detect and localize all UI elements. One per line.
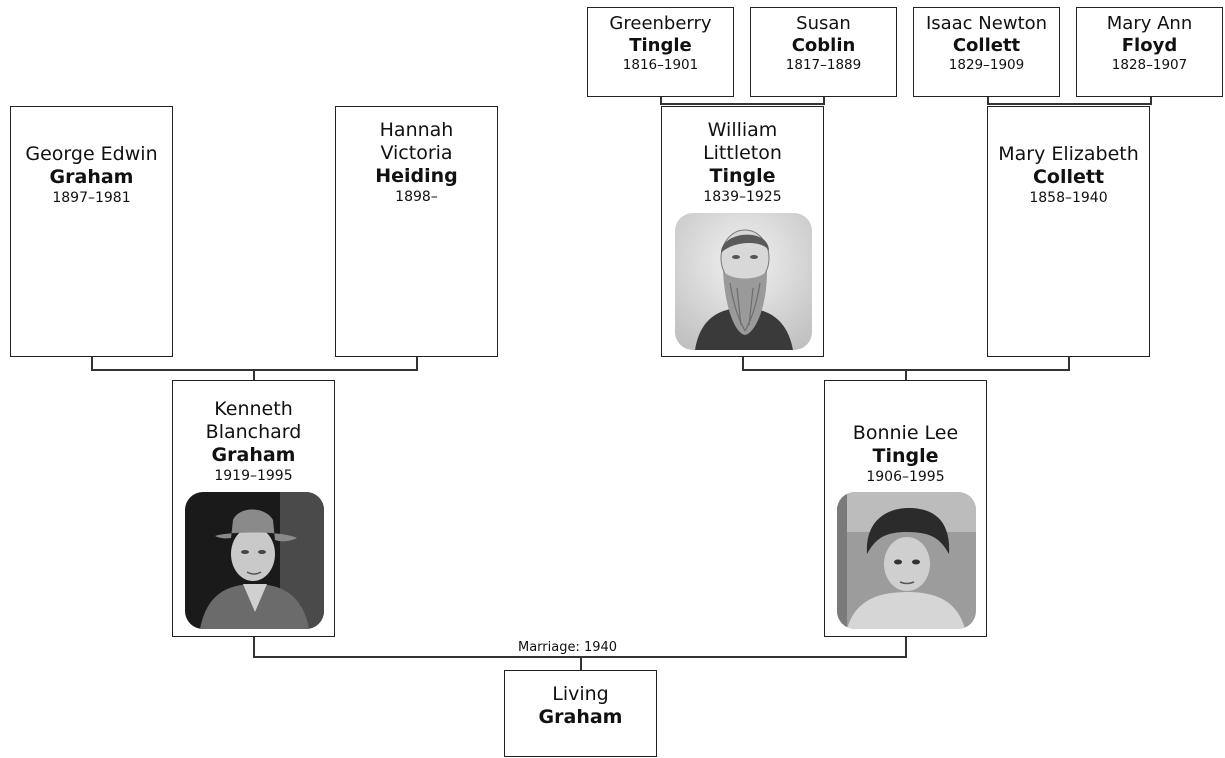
person-kenneth-blanchard-graham[interactable]: Kenneth Blanchard Graham 1919–1995 — [172, 380, 335, 637]
given-name: Bonnie Lee — [852, 422, 959, 444]
given-name: Littleton — [703, 142, 782, 164]
person-bonnie-lee-tingle[interactable]: Bonnie Lee Tingle 1906–1995 — [824, 380, 987, 637]
given-name: Hannah — [379, 119, 454, 141]
given-name: Susan — [796, 13, 851, 34]
connector-line — [742, 356, 744, 370]
person-susan-coblin[interactable]: Susan Coblin 1817–1889 — [750, 7, 897, 97]
life-dates: 1839–1925 — [703, 189, 782, 205]
given-name: Victoria — [380, 142, 453, 164]
person-hannah-victoria-heiding[interactable]: Hannah Victoria Heiding 1898– — [335, 106, 498, 357]
given-name: Mary Ann — [1106, 13, 1193, 34]
given-name: Isaac Newton — [925, 13, 1048, 34]
connector-line — [1068, 356, 1070, 370]
connector-line — [580, 656, 582, 670]
life-dates: 1906–1995 — [866, 469, 945, 485]
portrait-image — [185, 492, 324, 629]
person-mary-elizabeth-collett[interactable]: Mary Elizabeth Collett 1858–1940 — [987, 106, 1150, 357]
connector-line — [1150, 96, 1152, 104]
given-name: George Edwin — [25, 143, 158, 165]
surname: Collett — [1032, 166, 1105, 188]
surname: Graham — [211, 444, 296, 466]
connector-line — [91, 356, 93, 370]
given-name: Mary Elizabeth — [998, 143, 1139, 165]
life-dates: 1919–1995 — [214, 468, 293, 484]
person-mary-ann-floyd[interactable]: Mary Ann Floyd 1828–1907 — [1076, 7, 1223, 97]
surname: Tingle — [709, 165, 776, 187]
life-dates: 1858–1940 — [1029, 190, 1108, 206]
surname: Heiding — [375, 165, 458, 187]
life-dates: 1897–1981 — [52, 190, 131, 206]
connector-line — [91, 369, 418, 371]
connector-line — [823, 96, 825, 104]
given-name: Kenneth — [214, 398, 293, 420]
given-name: Living — [552, 683, 609, 705]
portrait-photo[interactable] — [837, 492, 976, 629]
surname: Collett — [952, 35, 1021, 56]
connector-line — [660, 96, 662, 104]
portrait-image — [675, 213, 812, 350]
connector-line — [905, 369, 907, 381]
connector-line — [416, 356, 418, 370]
given-name: Blanchard — [205, 421, 302, 443]
life-dates: 1816–1901 — [622, 57, 699, 73]
connector-line — [253, 637, 255, 657]
connector-line — [905, 637, 907, 657]
surname: Tingle — [629, 35, 692, 56]
portrait-photo[interactable] — [675, 213, 812, 350]
life-dates: 1829–1909 — [948, 57, 1025, 73]
life-dates: 1828–1907 — [1111, 57, 1188, 73]
portrait-image — [837, 492, 976, 629]
person-greenberry-tingle[interactable]: Greenberry Tingle 1816–1901 — [587, 7, 734, 97]
given-name: William — [707, 119, 778, 141]
person-george-edwin-graham[interactable]: George Edwin Graham 1897–1981 — [10, 106, 173, 357]
given-name: Greenberry — [609, 13, 712, 34]
connector-line — [253, 369, 255, 381]
surname: Graham — [538, 706, 623, 728]
life-dates: 1817–1889 — [785, 57, 862, 73]
portrait-photo[interactable] — [185, 492, 324, 629]
person-isaac-newton-collett[interactable]: Isaac Newton Collett 1829–1909 — [913, 7, 1060, 97]
surname: Coblin — [791, 35, 856, 56]
marriage-label: Marriage: 1940 — [516, 640, 620, 656]
person-william-littleton-tingle[interactable]: William Littleton Tingle 1839–1925 — [661, 106, 824, 357]
surname: Graham — [49, 166, 134, 188]
connector-line — [660, 103, 825, 105]
life-dates: 1898– — [395, 189, 438, 205]
connector-line — [987, 103, 1152, 105]
surname: Tingle — [872, 445, 939, 467]
connector-line — [987, 96, 989, 104]
surname: Floyd — [1121, 35, 1178, 56]
person-living-graham[interactable]: Living Graham — [504, 670, 657, 757]
